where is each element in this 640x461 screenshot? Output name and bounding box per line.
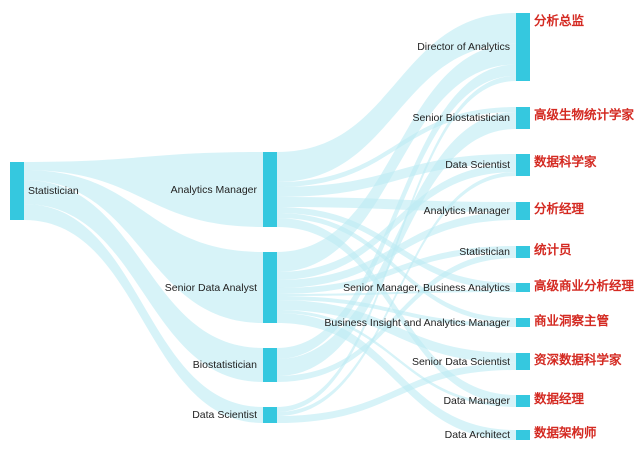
link-sda1-sds2[interactable] <box>277 300 516 363</box>
link-bio1-dir2[interactable] <box>277 64 516 360</box>
node-am2[interactable] <box>516 202 530 220</box>
link-sda1-bi2[interactable] <box>277 296 516 327</box>
node-label-s0: Statistician <box>28 185 79 197</box>
node-label-am2: Analytics Manager <box>423 205 510 217</box>
link-bio1-st2[interactable] <box>277 252 516 382</box>
node-dir2[interactable] <box>516 13 530 81</box>
node-dm2[interactable] <box>516 395 530 407</box>
link-sda1-dir2[interactable] <box>277 43 516 273</box>
node-annotation-dir2: 分析总监 <box>534 13 585 28</box>
node-annotation-dm2: 数据经理 <box>534 391 585 406</box>
link-s0-bio1[interactable] <box>24 180 263 382</box>
node-label-ds2: Data Scientist <box>445 159 510 171</box>
node-label-sda1: Senior Data Analyst <box>164 281 257 294</box>
node-sbio2[interactable] <box>516 107 530 129</box>
node-annotation-am2: 分析经理 <box>534 201 585 216</box>
node-annotation-sbio2: 高级生物统计学家 <box>534 107 635 122</box>
link-am1-ds2[interactable] <box>277 154 516 197</box>
node-label-bi2: Business Insight and Analytics Manager <box>324 316 510 329</box>
node-da2[interactable] <box>516 430 530 440</box>
link-sda1-dm2[interactable] <box>277 310 516 407</box>
node-label-dm2: Data Manager <box>443 395 510 407</box>
node-label-dir2: Director of Analytics <box>417 41 510 53</box>
link-am1-am2[interactable] <box>277 197 516 212</box>
node-smba2[interactable] <box>516 283 530 292</box>
link-s0-sda1[interactable] <box>24 170 263 323</box>
link-am1-dir2[interactable] <box>277 13 516 182</box>
node-label-sbio2: Senior Biostatistician <box>412 112 510 124</box>
node-st2[interactable] <box>516 246 530 258</box>
node-annotation-st2: 统计员 <box>534 242 572 257</box>
node-label-smba2: Senior Manager, Business Analytics <box>343 281 510 294</box>
node-ds2[interactable] <box>516 154 530 176</box>
node-label-da2: Data Architect <box>444 429 510 441</box>
node-label-bio1: Biostatistician <box>192 359 257 371</box>
node-annotation-ds2: 数据科学家 <box>534 154 597 169</box>
node-am1[interactable] <box>263 152 277 227</box>
link-ds1-sds2[interactable] <box>277 363 516 423</box>
node-s0[interactable] <box>10 162 24 220</box>
node-label-am1: Analytics Manager <box>170 183 257 196</box>
node-label-sds2: Senior Data Scientist <box>411 355 510 368</box>
node-sds2[interactable] <box>516 353 530 370</box>
node-annotation-sds2: 资深数据科学家 <box>534 351 622 367</box>
link-sda1-st2[interactable] <box>277 246 516 294</box>
link-ds1-dir2[interactable] <box>277 75 516 413</box>
node-bi2[interactable] <box>516 318 530 327</box>
link-sda1-da2[interactable] <box>277 313 516 440</box>
node-label-st2: Statistician <box>459 246 510 258</box>
node-label-ds1: Data Scientist <box>192 409 257 421</box>
link-s0-am1[interactable] <box>24 152 263 227</box>
node-annotation-smba2: 高级商业分析经理 <box>534 277 635 293</box>
link-sda1-ds2[interactable] <box>277 164 516 280</box>
node-bio1[interactable] <box>263 348 277 382</box>
node-ds1[interactable] <box>263 407 277 423</box>
link-ds1-ds2[interactable] <box>277 172 516 416</box>
node-annotation-bi2: 商业洞察主管 <box>534 312 610 328</box>
node-annotation-da2: 数据架构师 <box>534 425 597 440</box>
link-s0-ds1[interactable] <box>24 204 263 423</box>
link-am1-sbio2[interactable] <box>277 107 516 187</box>
node-sda1[interactable] <box>263 252 277 323</box>
